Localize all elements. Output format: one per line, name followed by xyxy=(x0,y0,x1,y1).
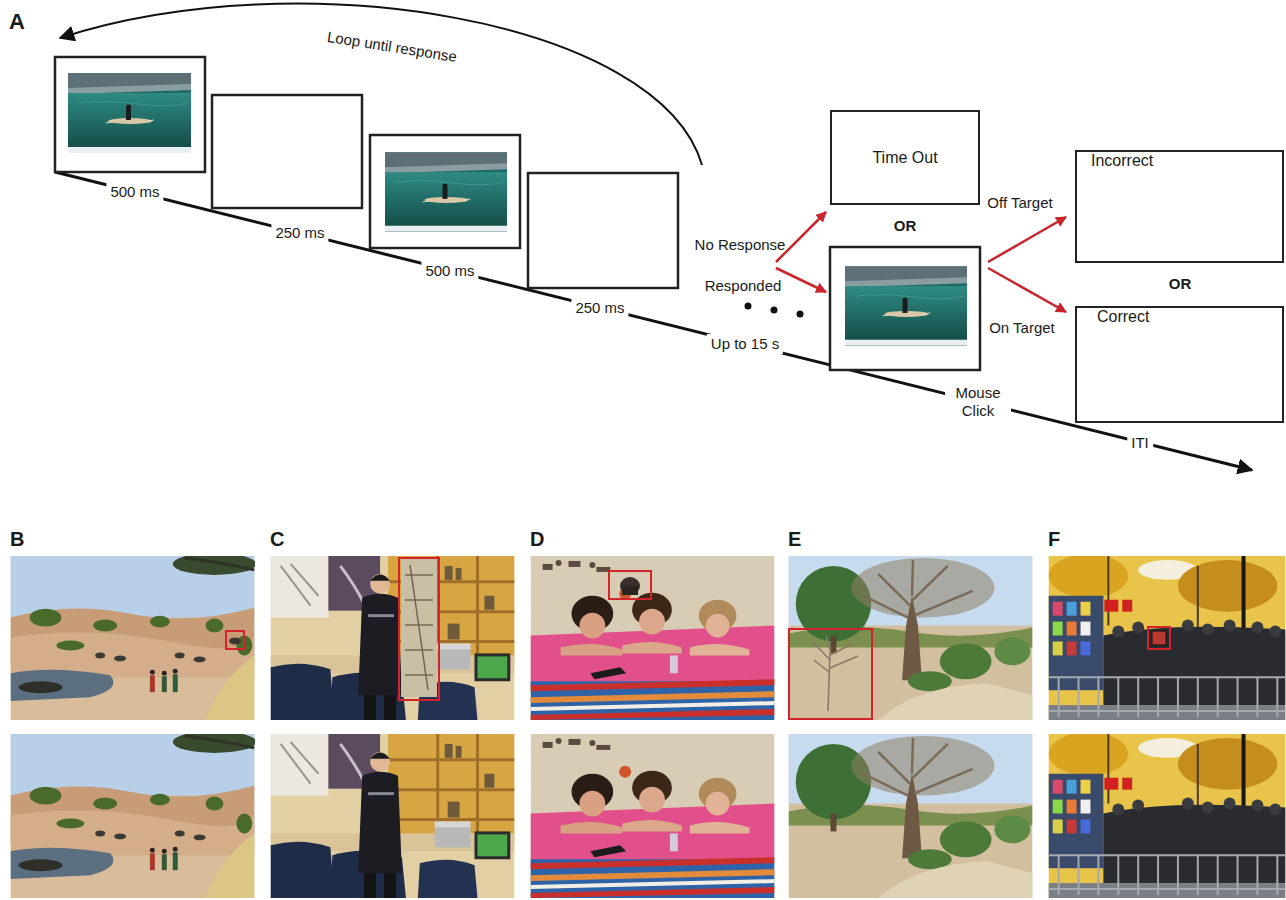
illustration-use xyxy=(11,731,257,898)
panel-letter: D xyxy=(530,527,544,551)
illustration-circle xyxy=(745,303,752,310)
illustration-path xyxy=(812,641,830,660)
panel-letter: A xyxy=(9,9,25,35)
interval-label: ITI xyxy=(1127,433,1153,453)
illustration-circle xyxy=(797,311,804,318)
illustration-rect xyxy=(830,247,980,370)
branch-label: Responded xyxy=(705,277,782,295)
panel-letter: C xyxy=(270,527,284,551)
illustration-circle xyxy=(771,307,778,314)
illustration-path xyxy=(988,217,1066,262)
illustration-path xyxy=(776,268,826,292)
illustration-ellipse xyxy=(620,577,640,595)
illustration-path xyxy=(410,565,428,690)
illustration-path xyxy=(814,660,829,672)
illustration-use xyxy=(11,553,257,720)
changed-objects xyxy=(229,559,1166,711)
illustration-rect xyxy=(226,631,244,649)
duration-label: 250 ms xyxy=(271,223,328,243)
illustration-rect xyxy=(370,135,520,248)
illustration-rect xyxy=(622,586,638,595)
timeline-axis xyxy=(55,172,1252,470)
or-label: OR xyxy=(1169,275,1192,293)
panel-letter: E xyxy=(788,527,801,551)
event-label: Mouse Click xyxy=(945,383,1011,421)
illustration-rect xyxy=(55,57,205,172)
illustration-use xyxy=(531,556,775,720)
outcome-box: Time Out xyxy=(830,110,980,205)
illustration-rect xyxy=(399,558,439,700)
illustration-rect xyxy=(401,559,437,697)
illustration-path xyxy=(826,636,830,650)
illustration-path xyxy=(988,268,1066,312)
illustration-ellipse xyxy=(229,638,241,645)
illustration-rect xyxy=(1148,627,1170,649)
panel-letter: F xyxy=(1048,527,1060,551)
box-label: Time Out xyxy=(872,149,937,167)
branch-label: No Response xyxy=(695,236,786,254)
branch-label: On Target xyxy=(989,319,1055,337)
illustration-use xyxy=(271,734,515,898)
illustration-path xyxy=(830,656,858,668)
ellipsis-dots xyxy=(745,303,804,318)
illustration-rect xyxy=(609,571,651,599)
illustration-use xyxy=(1049,554,1286,720)
illustration-rect xyxy=(528,173,678,288)
illustration-use xyxy=(845,266,967,345)
illustration-use xyxy=(531,734,775,898)
illustration-rect xyxy=(212,95,362,208)
illustration-use xyxy=(789,556,1033,720)
example-scenes xyxy=(11,553,1286,898)
illustration-rect xyxy=(789,629,872,719)
target-rectangles xyxy=(226,558,1170,719)
duration-label: 500 ms xyxy=(106,182,163,202)
illustration-g xyxy=(812,636,858,711)
illustration-use xyxy=(789,734,1033,898)
illustration-use xyxy=(385,152,507,231)
illustration-use xyxy=(1049,732,1286,898)
outcome-box: Incorrect xyxy=(1075,150,1284,263)
or-label: OR xyxy=(894,217,917,235)
box-label: Incorrect xyxy=(1091,152,1153,170)
illustration-path xyxy=(830,644,852,655)
duration-label: Up to 15 s xyxy=(707,334,783,354)
box-label: Correct xyxy=(1097,308,1149,326)
outcome-box: Correct xyxy=(1075,306,1284,423)
illustration-use xyxy=(68,73,191,153)
panel-letter: B xyxy=(10,527,24,551)
branch-arrows xyxy=(776,212,1066,312)
duration-label: 500 ms xyxy=(421,261,478,281)
loop-label: Loop until response xyxy=(326,28,458,66)
illustration-rect xyxy=(1152,631,1166,645)
illustration-use xyxy=(271,556,515,720)
stimulus-frames xyxy=(55,57,980,370)
duration-label: 250 ms xyxy=(571,298,628,318)
branch-label: Off Target xyxy=(987,194,1052,212)
